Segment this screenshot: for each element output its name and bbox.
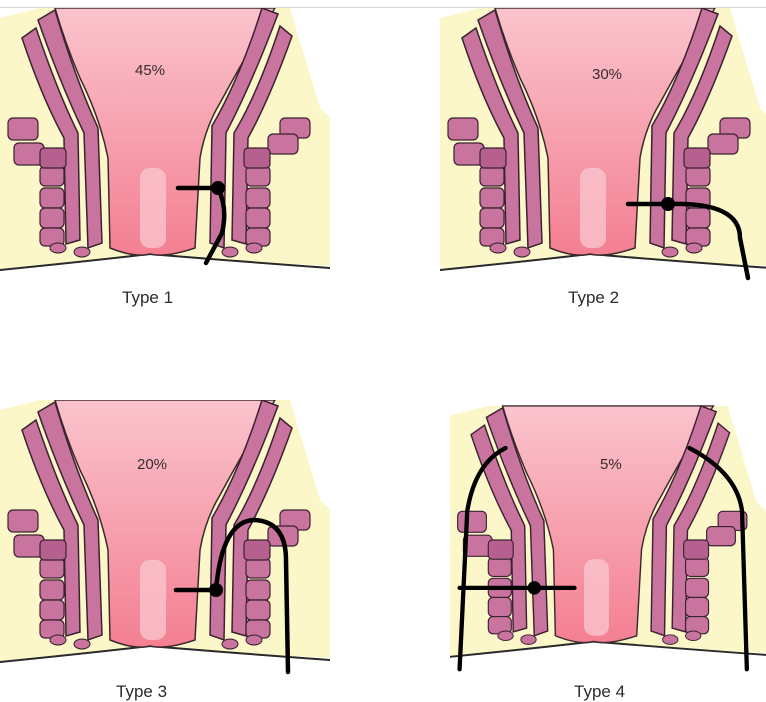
muscle-segment-right [246,580,270,600]
subcutaneous-muscle [686,243,702,253]
percentage-label: 30% [592,66,622,83]
internal-opening-dot [528,581,541,594]
muscle-segment-right [246,558,270,578]
anal-anatomy-drawing [0,8,330,288]
muscle-segment-right [708,134,738,154]
subcutaneous-muscle [663,635,678,645]
hatched-muscle-left [488,540,513,559]
canal-highlight [140,168,166,248]
internal-opening-dot [211,181,225,195]
hatched-muscle-left [40,148,66,168]
subcutaneous-muscle [246,635,262,645]
muscle-segment-right [686,597,709,616]
anal-anatomy-drawing [450,400,766,680]
hatched-muscle-left [40,540,66,560]
muscle-segment-left [40,580,64,600]
muscle-segment-left [448,118,478,140]
muscle-segment-left [488,597,511,616]
muscle-segment-right [268,134,298,154]
diagram-panel-type-4: 5% Type 4 [450,400,766,700]
diagram-panel-type-2: 30% Type 2 [440,8,766,308]
muscle-segment-right [686,166,710,186]
subcutaneous-muscle [74,639,90,649]
subcutaneous-muscle [662,247,678,257]
subcutaneous-muscle [222,639,238,649]
internal-opening-dot [661,197,675,211]
canal-highlight [140,560,166,640]
hatched-muscle-right [244,540,270,560]
subcutaneous-muscle [514,247,530,257]
subcutaneous-muscle [521,635,536,645]
percentage-label: 45% [135,62,165,79]
muscle-segment-right [686,557,709,576]
muscle-segment-left [8,510,38,532]
subcutaneous-muscle [74,247,90,257]
diagram-panel-type-1: 45% Type 1 [0,8,330,308]
muscle-segment-right [246,600,270,620]
subcutaneous-muscle [246,243,262,253]
canal-highlight [584,559,609,636]
panel-caption: Type 4 [574,682,625,702]
muscle-segment-right [707,527,736,546]
hatched-muscle-right [684,540,709,559]
canal-highlight [580,168,606,248]
muscle-segment-left [480,166,504,186]
panel-caption: Type 3 [116,682,167,702]
muscle-segment-left [40,600,64,620]
muscle-segment-left [458,511,487,532]
percentage-label: 5% [600,456,622,473]
muscle-segment-left [40,208,64,228]
subcutaneous-muscle [686,631,701,641]
hatched-muscle-left [480,148,506,168]
internal-opening-dot [209,583,223,597]
muscle-segment-right [686,208,710,228]
hatched-muscle-right [244,148,270,168]
subcutaneous-muscle [50,635,66,645]
muscle-segment-left [40,558,64,578]
subcutaneous-muscle [50,243,66,253]
muscle-segment-left [40,188,64,208]
muscle-segment-right [246,166,270,186]
muscle-segment-left [480,208,504,228]
muscle-segment-left [488,557,511,576]
hatched-muscle-right [684,148,710,168]
anal-anatomy-drawing [440,8,766,288]
anal-anatomy-drawing [0,400,330,680]
muscle-segment-left [480,188,504,208]
muscle-segment-right [686,578,709,597]
muscle-segment-left [40,166,64,186]
percentage-label: 20% [137,456,167,473]
muscle-segment-right [246,208,270,228]
subcutaneous-muscle [498,631,513,641]
subcutaneous-muscle [490,243,506,253]
panel-caption: Type 1 [122,288,173,308]
subcutaneous-muscle [222,247,238,257]
muscle-segment-left [8,118,38,140]
muscle-segment-right [246,188,270,208]
diagram-panel-type-3: 20% Type 3 [0,400,330,700]
panel-caption: Type 2 [568,288,619,308]
